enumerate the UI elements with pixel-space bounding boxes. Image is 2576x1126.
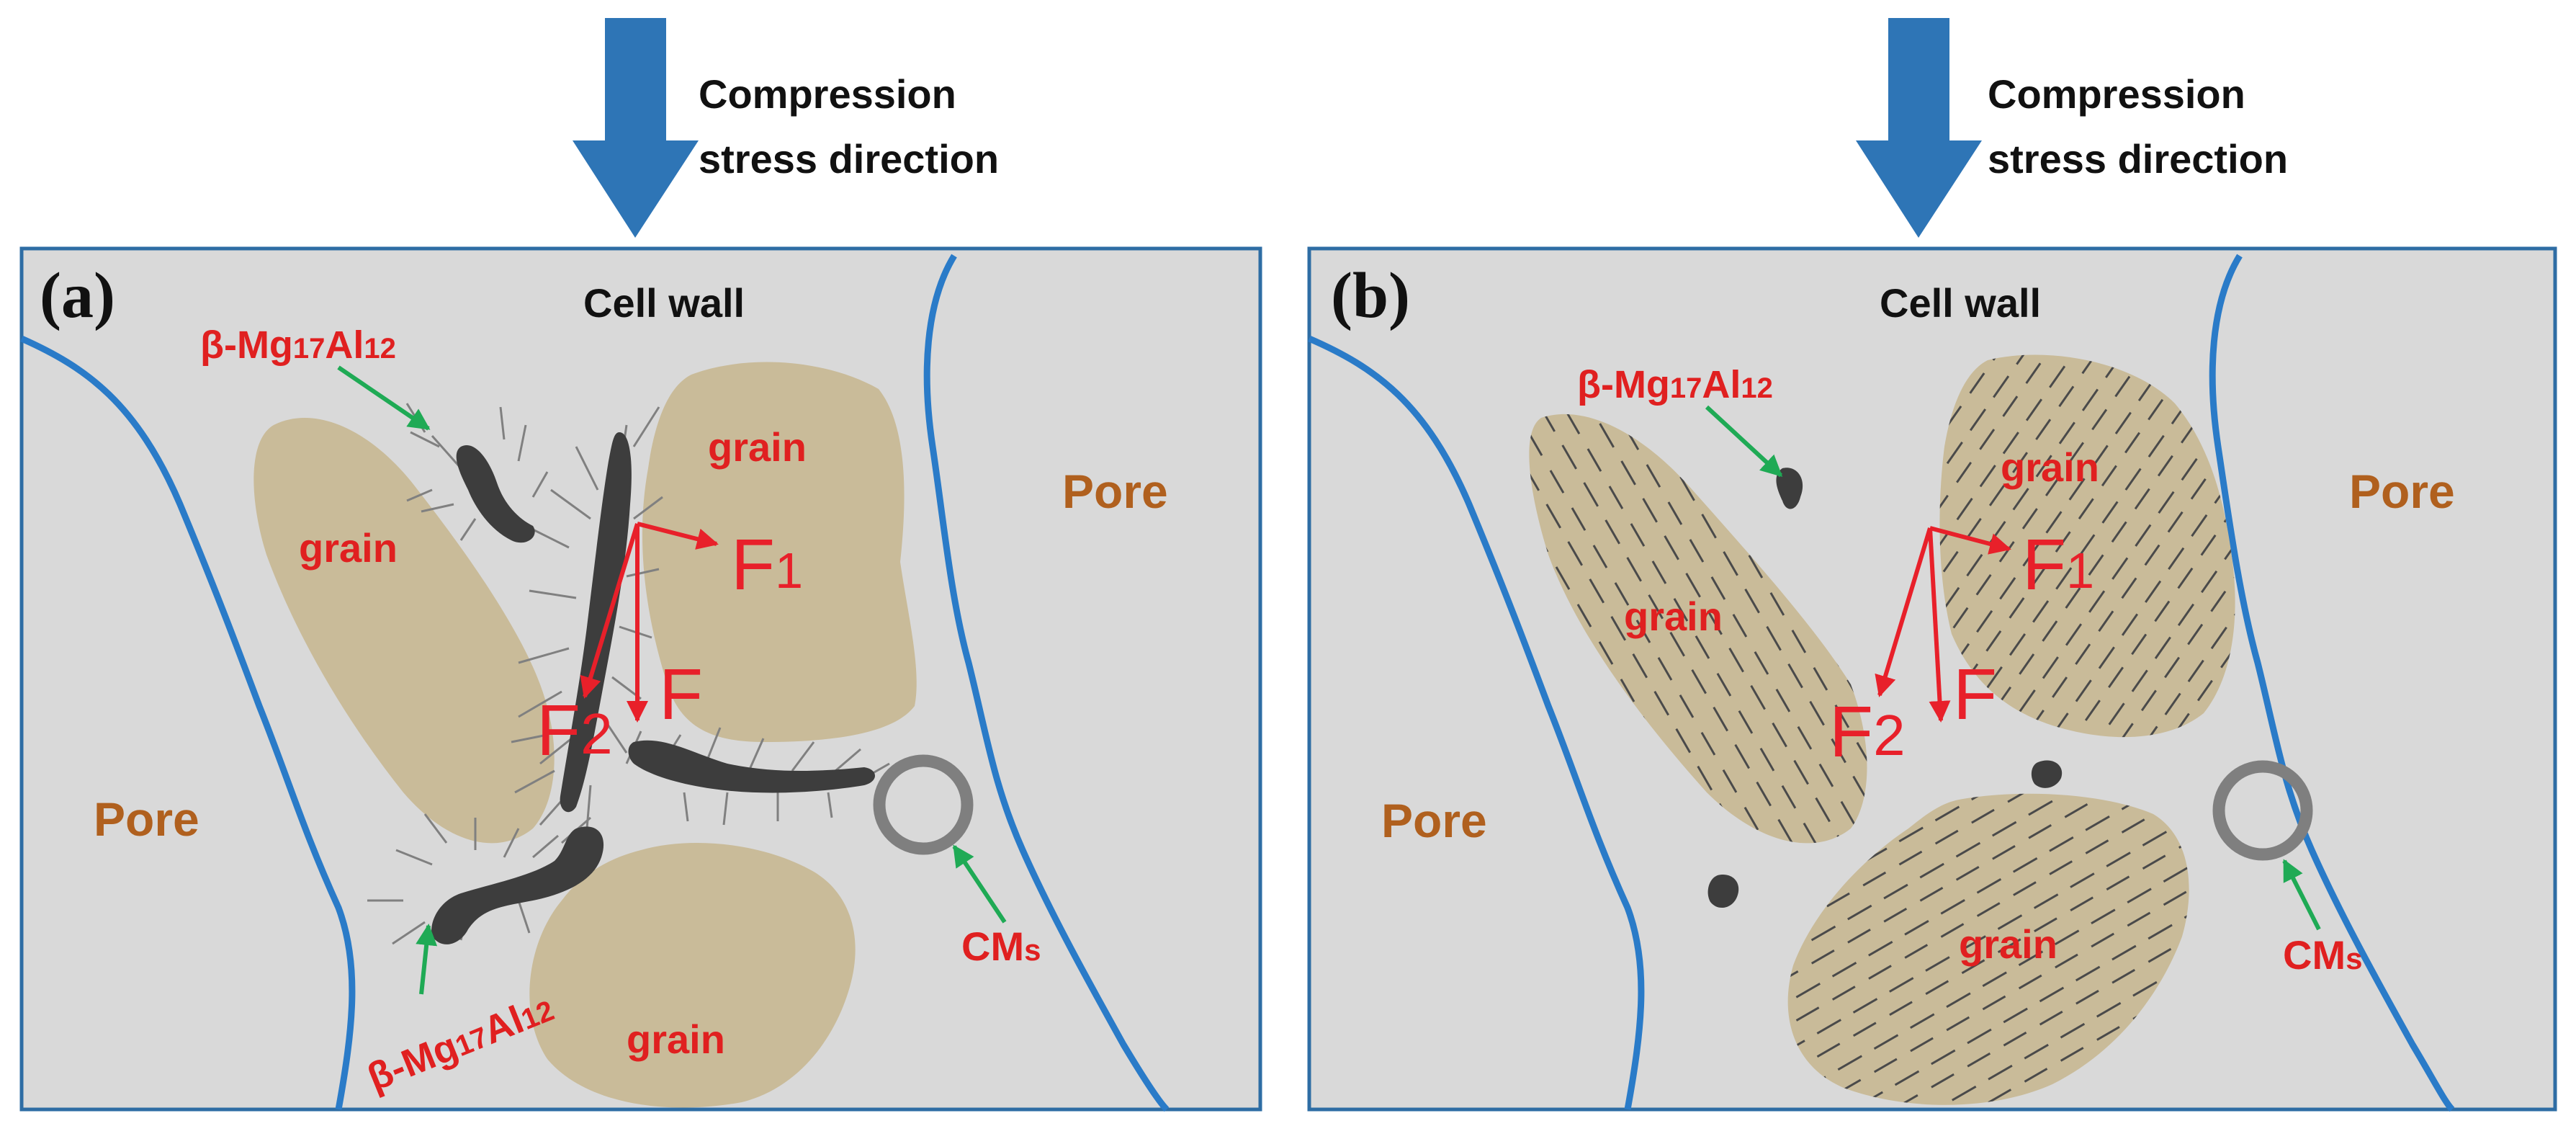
force-f-arrow	[1928, 527, 1951, 723]
pore-right-label: Pore	[1062, 465, 1168, 518]
grain-3	[1787, 793, 2189, 1105]
force-f2-arrow	[580, 523, 639, 699]
cms-label: CMs	[961, 924, 1041, 969]
grain-2	[1939, 354, 2235, 738]
cell-wall-left-line	[1308, 335, 1645, 1110]
panel-b: Compression stress direction (b) Cell	[1307, 18, 2557, 1112]
pointer-beta-top	[337, 365, 431, 431]
panel-a: Compression stress direction	[19, 18, 1262, 1112]
stress-label-line2: stress direction	[1988, 136, 2288, 182]
precipitate-small	[2031, 760, 2063, 788]
compression-arrow-icon	[573, 18, 699, 238]
stress-label-line1: Compression	[699, 71, 956, 117]
pore-right-label: Pore	[2349, 465, 2455, 518]
grain-label: grain	[627, 1016, 725, 1062]
precipitate-horizontal	[628, 740, 875, 793]
force-f2-arrow	[1875, 527, 1932, 697]
precipitate-small	[1776, 468, 1803, 509]
grain-label: grain	[299, 525, 398, 571]
pore-left-label: Pore	[94, 792, 199, 846]
cms-ring-icon	[2212, 760, 2313, 861]
beta-phase-label: β-Mg17Al12	[1577, 363, 1773, 406]
cms-label: CMs	[2283, 932, 2362, 978]
force-f1-arrow	[1929, 526, 2011, 555]
force-f2-label: F2	[1829, 692, 1906, 772]
pore-left-label: Pore	[1381, 794, 1487, 847]
force-f1-label: F1	[731, 524, 803, 605]
precipitate-lower	[431, 826, 604, 944]
force-f1-arrow	[637, 522, 719, 550]
cms-ring-icon	[873, 754, 974, 855]
force-f-label: F	[1953, 654, 1997, 735]
grain-1	[1529, 414, 1867, 844]
grain-label: grain	[1624, 594, 1723, 639]
grain-1	[253, 418, 555, 844]
panel-b-label: (b)	[1331, 260, 1410, 331]
cell-wall-left-line	[20, 335, 356, 1110]
fibrous-precipitate-region	[367, 403, 890, 945]
cell-wall-label: Cell wall	[583, 280, 745, 326]
grain-label: grain	[2001, 444, 2099, 490]
pointer-cms	[952, 844, 1007, 924]
grain-label: grain	[708, 424, 807, 470]
stress-label-line1: Compression	[1988, 71, 2245, 117]
grain-2	[642, 362, 917, 743]
cell-wall-right-line	[2209, 254, 2455, 1112]
pointer-beta-bottom	[416, 924, 438, 995]
force-f2-label: F2	[537, 690, 613, 771]
beta-phase-label-top: β-Mg17Al12	[200, 323, 396, 367]
precipitate-vertical	[560, 432, 632, 813]
compression-arrow-icon	[1856, 18, 1982, 238]
cell-wall-label: Cell wall	[1880, 280, 2041, 326]
pointer-beta	[1705, 405, 1783, 478]
precipitate-small	[1707, 875, 1739, 908]
force-f-label: F	[659, 654, 703, 735]
grain-label: grain	[1959, 921, 2057, 967]
pointer-cms	[2282, 859, 2321, 931]
stress-label-line2: stress direction	[699, 136, 999, 182]
panel-a-label: (a)	[40, 260, 115, 331]
grain-3	[529, 843, 856, 1108]
precipitate-upper-left	[456, 445, 535, 543]
force-f1-label: F1	[2022, 524, 2094, 605]
cell-wall-right-line	[923, 254, 1170, 1112]
